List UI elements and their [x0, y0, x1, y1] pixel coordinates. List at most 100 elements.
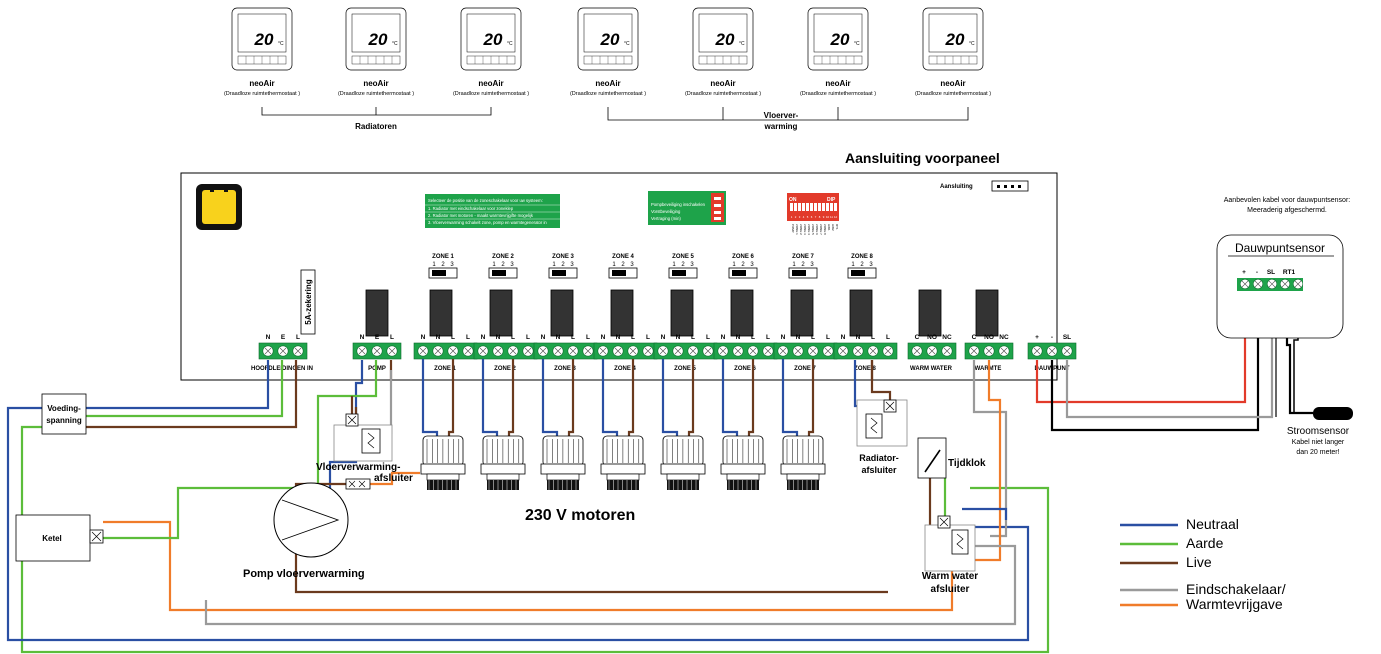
- terminal-screw[interactable]: [837, 345, 849, 357]
- terminal-screw[interactable]: [792, 345, 804, 357]
- terminal-letter: SL: [1063, 334, 1071, 341]
- info-line-3: 3. Vloerverwarming schakelt zone, pomp e…: [428, 220, 547, 225]
- zone-motor: [660, 435, 706, 490]
- terminal-screw[interactable]: [537, 345, 549, 357]
- terminal-screw[interactable]: [777, 345, 789, 357]
- terminal-screw[interactable]: [1061, 345, 1073, 357]
- terminal-screw[interactable]: [417, 345, 429, 357]
- thermostat-desc: (Draadloze ruimtethermostaat ): [453, 91, 529, 97]
- terminal-block-label: ZONE 2: [494, 366, 516, 372]
- zone-position: 2: [681, 262, 685, 268]
- terminal-screw[interactable]: [371, 345, 383, 357]
- zone-motor: [540, 435, 586, 490]
- thermostat-desc: (Draadloze ruimtethermostaat ): [224, 91, 300, 97]
- dip-label: HW1: [827, 224, 831, 231]
- terminal-letter: N: [556, 334, 561, 341]
- terminal-screw[interactable]: [612, 345, 624, 357]
- relay: [670, 289, 694, 337]
- terminal-screw[interactable]: [1031, 345, 1043, 357]
- terminal-block-label: ZONE 6: [734, 366, 756, 372]
- zone-selector-switch[interactable]: [788, 267, 818, 279]
- terminal-screw[interactable]: [492, 345, 504, 357]
- terminal-screw[interactable]: [657, 345, 669, 357]
- setting-pump-protect: Pompbeveiliging inschakelen: [651, 202, 706, 207]
- zone-position: 3: [450, 262, 454, 268]
- terminal-screw[interactable]: [968, 345, 980, 357]
- terminal-screw[interactable]: [292, 345, 304, 357]
- zone-selector-switch[interactable]: [668, 267, 698, 279]
- terminal-screw[interactable]: [507, 345, 519, 357]
- thermostat-temp: 20: [715, 30, 735, 49]
- terminal-screw[interactable]: [522, 345, 534, 357]
- terminal-screw[interactable]: [732, 345, 744, 357]
- terminal-screw[interactable]: [672, 345, 684, 357]
- terminal-screw[interactable]: [567, 345, 579, 357]
- terminal-screw[interactable]: [762, 345, 774, 357]
- terminal-block-label: ZONE 5: [674, 366, 696, 372]
- terminal-screw[interactable]: [462, 345, 474, 357]
- dew-terminal-screw[interactable]: [1266, 278, 1278, 290]
- zone-selector-switch[interactable]: [608, 267, 638, 279]
- zone-selector-switch[interactable]: [428, 267, 458, 279]
- terminal-screw[interactable]: [807, 345, 819, 357]
- terminal-screw[interactable]: [998, 345, 1010, 357]
- zone-selector-switch[interactable]: [488, 267, 518, 279]
- terminal-screw[interactable]: [477, 345, 489, 357]
- thermostat-desc: (Draadloze ruimtethermostaat ): [915, 91, 991, 97]
- dew-terminal-screw[interactable]: [1252, 278, 1264, 290]
- terminal-screw[interactable]: [867, 345, 879, 357]
- terminal-screw[interactable]: [432, 345, 444, 357]
- terminal-screw[interactable]: [627, 345, 639, 357]
- terminal-letter: L: [571, 334, 575, 341]
- terminal-screw[interactable]: [717, 345, 729, 357]
- terminal-screw[interactable]: [941, 345, 953, 357]
- zone-selector-switch[interactable]: [847, 267, 877, 279]
- terminal-letter: E: [281, 334, 286, 341]
- zone-switch-title: ZONE 5: [672, 254, 694, 260]
- terminal-screw[interactable]: [642, 345, 654, 357]
- terminal-screw[interactable]: [983, 345, 995, 357]
- zone-selector-switch[interactable]: [728, 267, 758, 279]
- terminal-letter: L: [390, 334, 394, 341]
- terminal-screw[interactable]: [926, 345, 938, 357]
- terminal-letter: N: [661, 334, 666, 341]
- terminal-screw[interactable]: [747, 345, 759, 357]
- terminal-screw[interactable]: [597, 345, 609, 357]
- terminal-screw[interactable]: [277, 345, 289, 357]
- dew-terminal-screw[interactable]: [1292, 278, 1304, 290]
- dew-terminal-screw[interactable]: [1239, 278, 1251, 290]
- terminal-screw[interactable]: [882, 345, 894, 357]
- dip-number: 6: [811, 215, 813, 219]
- terminal-screw[interactable]: [702, 345, 714, 357]
- dip-number: 1: [791, 215, 793, 219]
- terminal-screw[interactable]: [262, 345, 274, 357]
- terminal-screw[interactable]: [911, 345, 923, 357]
- relay: [610, 289, 634, 337]
- terminal-screw[interactable]: [852, 345, 864, 357]
- cable-note-1: Kabel niet langer: [1292, 439, 1345, 446]
- dip-label: RT1: [835, 224, 839, 230]
- terminal-screw[interactable]: [1046, 345, 1058, 357]
- dip-switch: [802, 203, 805, 211]
- terminal-screw[interactable]: [356, 345, 368, 357]
- terminal-screw[interactable]: [582, 345, 594, 357]
- terminal-screw[interactable]: [386, 345, 398, 357]
- terminal-letter: N: [436, 334, 441, 341]
- zone-position: 1: [851, 262, 855, 268]
- thermostat-unit: °C: [278, 41, 284, 47]
- dip-label: ZONE 2: [799, 224, 803, 235]
- terminal-screw[interactable]: [822, 345, 834, 357]
- terminal-block-label: ZONE 1: [434, 366, 456, 372]
- terminal-screw[interactable]: [552, 345, 564, 357]
- zone-selector-switch[interactable]: [548, 267, 578, 279]
- hot-water-valve: [924, 515, 976, 572]
- terminal-screw[interactable]: [447, 345, 459, 357]
- dew-terminal-screw[interactable]: [1279, 278, 1291, 290]
- terminal-letter: L: [766, 334, 770, 341]
- hw-valve-label-1: Warm water: [922, 571, 978, 582]
- terminal-screw[interactable]: [687, 345, 699, 357]
